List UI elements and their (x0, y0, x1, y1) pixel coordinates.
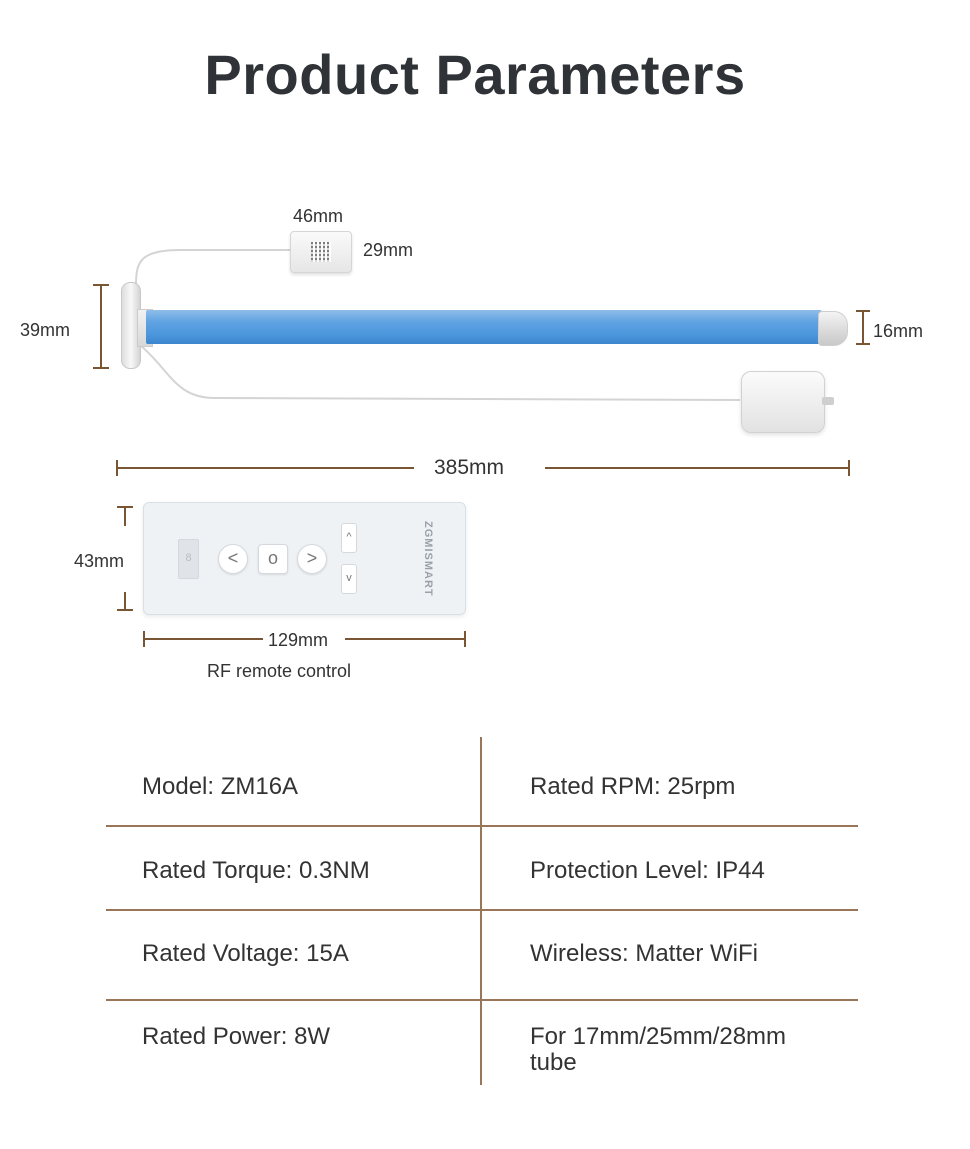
spec-model: Model: ZM16A (142, 773, 299, 800)
spec-rated-rpm: Rated RPM: 25rpm (530, 773, 736, 800)
tube-diameter-cap-bottom (856, 343, 870, 345)
remote-width-label: 129mm (268, 630, 329, 650)
spec-rated-torque: Rated Torque: 0.3NM (142, 857, 370, 884)
motor-length-label: 385mm (434, 456, 505, 479)
spec-row-separator (106, 909, 858, 911)
remote-down-button: v (341, 564, 357, 594)
spec-rated-voltage: Rated Voltage: 15A (142, 940, 349, 967)
remote-display: 8 (178, 539, 199, 579)
spec-protection-level: Protection Level: IP44 (530, 857, 765, 884)
module-height-label: 29mm (363, 240, 414, 260)
tube-diameter-label: 16mm (873, 321, 924, 341)
tube-diameter-cap-top (856, 310, 870, 312)
remote-width-line-right (345, 638, 465, 640)
qr-code-icon (311, 242, 331, 262)
remote-height-cap-top (117, 506, 133, 508)
length-line-right (545, 467, 849, 469)
adapter-prong (822, 397, 834, 405)
remote-stop-button: o (258, 544, 288, 574)
mount-height-cap-top (93, 284, 109, 286)
motor-tube (146, 310, 822, 344)
spec-wireless: Wireless: Matter WiFi (530, 940, 758, 967)
remote-right-button: > (297, 544, 327, 574)
tube-diameter-line (862, 310, 864, 344)
spec-row-separator (106, 999, 858, 1001)
remote-height-line-bottom (124, 592, 126, 610)
remote-height-cap-bottom (117, 609, 133, 611)
remote-left-button: < (218, 544, 248, 574)
length-line-left (116, 467, 414, 469)
remote-height-label: 43mm (74, 551, 125, 571)
length-cap-left (116, 460, 118, 476)
wifi-module (290, 231, 352, 273)
spec-row-separator (106, 825, 858, 827)
spec-table-divider (480, 737, 482, 1085)
spec-rated-power: Rated Power: 8W (142, 1023, 331, 1050)
mount-height-cap-bottom (93, 367, 109, 369)
remote-width-line-left (143, 638, 263, 640)
remote-width-cap-left (143, 631, 145, 647)
remote-caption: RF remote control (207, 661, 352, 681)
mount-height-label: 39mm (20, 320, 71, 340)
remote-height-line-top (124, 506, 126, 526)
remote-width-cap-right (464, 631, 466, 647)
module-width-label: 46mm (293, 206, 344, 226)
power-cables (135, 249, 741, 401)
power-adapter (741, 371, 825, 433)
length-cap-right (848, 460, 850, 476)
page-title: Product Parameters (204, 43, 746, 106)
remote-brand-logo: ZGMISMART (422, 521, 434, 597)
rf-remote-control: 8 < o > ^ v ZGMISMART (143, 502, 466, 615)
mount-height-line (100, 284, 102, 368)
remote-up-button: ^ (341, 523, 357, 553)
motor-end-cap (818, 311, 848, 346)
spec-tube-compat: For 17mm/25mm/28mm tube (530, 1023, 787, 1076)
